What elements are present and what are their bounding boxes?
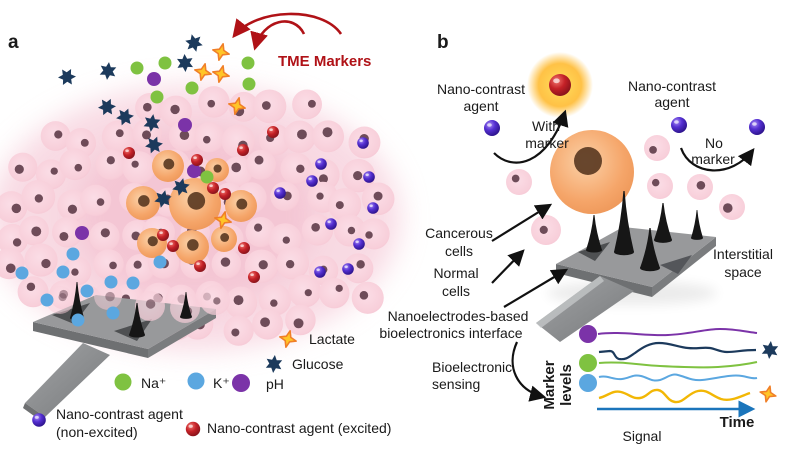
agent-right-label-line1: Nano-contrast xyxy=(628,78,716,94)
device-handle-highlight xyxy=(536,276,604,328)
sensing-arrow xyxy=(511,341,547,402)
normal-cells-arrow xyxy=(491,249,525,284)
time-label: Time xyxy=(720,414,755,431)
interface-label-line2: bioelectronics interface xyxy=(379,325,522,341)
nano-contrast-agents-b xyxy=(484,52,765,136)
agent-left-label-line1: Nano-contrast xyxy=(437,81,525,97)
no-marker-arrow xyxy=(679,147,755,172)
signal-label: Signal xyxy=(623,428,662,444)
tme-markers-label: TME Markers xyxy=(278,53,371,70)
legend-a: Lactate Glucose Na⁺ K⁺ pH Nano-contrast … xyxy=(32,329,391,440)
panel-b-label: b xyxy=(437,32,449,53)
interstitial-space-line2: space xyxy=(724,264,762,280)
interstitial-space-line1: Interstitial xyxy=(713,246,773,262)
marker-levels-axis-label: Marker levels xyxy=(541,360,575,409)
device-handle xyxy=(536,276,634,342)
legend-icons xyxy=(32,329,298,437)
panel-a-label: a xyxy=(8,32,19,53)
panel-a: a TME Markers Lactate Glucose Na⁺ K⁺ pH … xyxy=(0,12,400,440)
glucose-trace xyxy=(598,341,757,361)
cancerous-cells-line2: cells xyxy=(445,243,473,259)
potassium-trace xyxy=(598,373,758,382)
sensing-label-line2: sensing xyxy=(432,376,480,392)
no-marker-line1: No xyxy=(705,135,723,151)
with-marker-line1: With xyxy=(532,118,560,134)
with-marker-line2: marker xyxy=(525,135,569,151)
with-marker-arrow xyxy=(493,109,569,164)
legend-agent-nonexcited-line1: Nano-contrast agent xyxy=(56,406,183,422)
cancerous-cells-arrow xyxy=(491,203,553,242)
agent-left-label-line2: agent xyxy=(463,98,498,114)
sensing-label-line1: Bioelectronic xyxy=(432,359,512,375)
legend-agent-excited-label: Nano-contrast agent (excited) xyxy=(207,420,391,436)
device-edge xyxy=(652,237,716,297)
signal-plot: Marker levels Time Signal xyxy=(541,325,779,444)
cells-b xyxy=(506,130,745,245)
legend-lactate-label: Lactate xyxy=(309,331,355,347)
sodium-trace xyxy=(598,361,758,369)
ylabel-line2: levels xyxy=(558,364,575,406)
tme-arrow-long xyxy=(232,12,343,39)
device-edge xyxy=(33,322,148,358)
legend-agent-nonexcited-line2: (non-excited) xyxy=(56,424,138,440)
tme-arrow-short xyxy=(250,20,306,51)
lactate-trace xyxy=(598,388,751,404)
tme-marker-particles xyxy=(15,34,379,327)
device-handle xyxy=(25,343,110,417)
legend-glucose-label: Glucose xyxy=(292,356,344,372)
nanoelectrode-cones-b xyxy=(586,191,703,272)
legend-ph-label: pH xyxy=(266,376,284,392)
normal-cells-line1: Normal xyxy=(433,265,478,281)
panel-b: b Nano-contrast agent With marker Nano-c… xyxy=(379,32,779,444)
legend-sodium-label: Na⁺ xyxy=(141,375,166,391)
interface-arrow xyxy=(503,268,569,308)
interface-label-line1: Nanoelectrodes-based xyxy=(388,308,529,324)
agent-right-label-line2: agent xyxy=(654,94,689,110)
ph-trace xyxy=(597,327,758,337)
trace-icons xyxy=(579,325,779,403)
cancerous-cells-line1: Cancerous xyxy=(425,225,493,241)
ylabel-line1: Marker xyxy=(541,360,558,409)
normal-cells-line2: cells xyxy=(442,283,470,299)
legend-potassium-label: K⁺ xyxy=(213,375,230,391)
device-edge xyxy=(148,309,216,358)
device-notch xyxy=(660,255,692,274)
no-marker-line2: marker xyxy=(691,151,735,167)
